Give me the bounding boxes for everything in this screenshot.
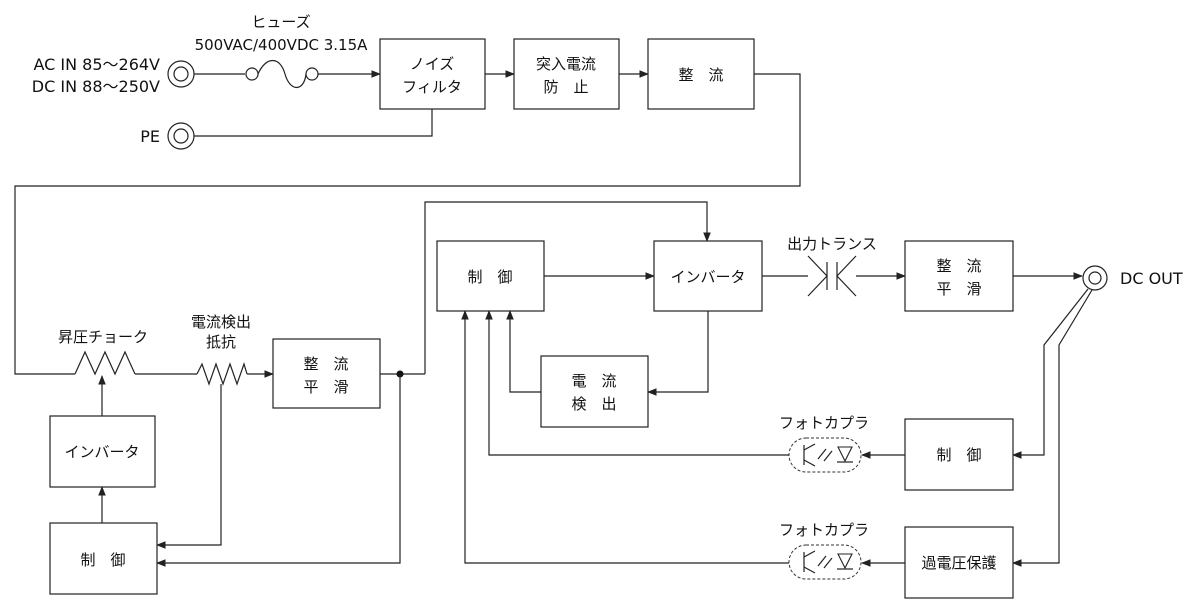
main-control-block: 制 御 (436, 240, 545, 312)
current-detect-block: 電 流 検 出 (540, 355, 649, 428)
output-smoothing-block: 整 流 平 滑 (904, 240, 1014, 312)
svg-text:制 御: 制 御 (467, 268, 512, 286)
pfc-smoothing-block: 整 流 平 滑 (272, 338, 381, 409)
fuse-name-label: ヒューズ (251, 13, 310, 31)
svg-text:整 流: 整 流 (678, 66, 723, 84)
pe-label: PE (140, 127, 160, 146)
svg-text:過電圧保護: 過電圧保護 (921, 554, 996, 572)
rectifier-block: 整 流 (647, 38, 755, 110)
svg-text:突入電流: 突入電流 (536, 55, 596, 73)
dc-out-label: DC OUT (1120, 269, 1183, 288)
pe-terminal (167, 122, 195, 150)
boost-choke-label: 昇圧チョーク (58, 328, 148, 346)
svg-text:フィルタ: フィルタ (402, 78, 462, 96)
pfc-inverter-block: インバータ (49, 415, 156, 488)
noise-filter-block: ノイズ フィルタ (379, 38, 486, 110)
feedback-control-block: 制 御 (904, 418, 1014, 491)
dc-output-terminal (1082, 265, 1108, 291)
photocoupler-1-label: フォトカプラ (779, 414, 869, 432)
svg-text:整 流: 整 流 (936, 257, 981, 275)
inrush-prevention-block: 突入電流 防 止 (513, 38, 620, 110)
current-sense-resistor-label-2: 抵抗 (206, 333, 236, 351)
svg-text:インバータ: インバータ (670, 268, 745, 286)
svg-text:防 止: 防 止 (543, 78, 588, 96)
svg-text:制 御: 制 御 (936, 446, 981, 464)
main-inverter-block: インバータ (653, 240, 763, 312)
ac-dc-input-terminal (167, 60, 195, 88)
svg-text:電 流: 電 流 (571, 372, 616, 390)
dc-input-label: DC IN 88～250V (32, 77, 160, 96)
current-sense-resistor-label-1: 電流検出 (191, 313, 251, 331)
output-transformer-label: 出力トランス (787, 235, 877, 253)
ac-input-label: AC IN 85～264V (33, 55, 160, 74)
current-sense-resistor-symbol (196, 362, 248, 386)
photocoupler-2-symbol (788, 544, 862, 580)
fuse-rating-label: 500VAC/400VDC 3.15A (195, 36, 369, 54)
output-transformer-symbol (807, 255, 857, 297)
svg-text:平 滑: 平 滑 (303, 378, 348, 396)
boost-choke-symbol (74, 350, 136, 376)
pfc-control-block: 制 御 (49, 522, 158, 595)
svg-text:平 滑: 平 滑 (936, 280, 981, 298)
svg-text:整 流: 整 流 (303, 355, 348, 373)
fuse-symbol (245, 59, 319, 89)
photocoupler-2-label: フォトカプラ (779, 521, 869, 539)
svg-text:インバータ: インバータ (64, 443, 139, 461)
ovp-block: 過電圧保護 (904, 526, 1014, 599)
svg-text:検 出: 検 出 (571, 395, 616, 413)
svg-text:制 御: 制 御 (80, 551, 125, 569)
photocoupler-1-symbol (788, 437, 862, 473)
svg-text:ノイズ: ノイズ (410, 55, 455, 73)
